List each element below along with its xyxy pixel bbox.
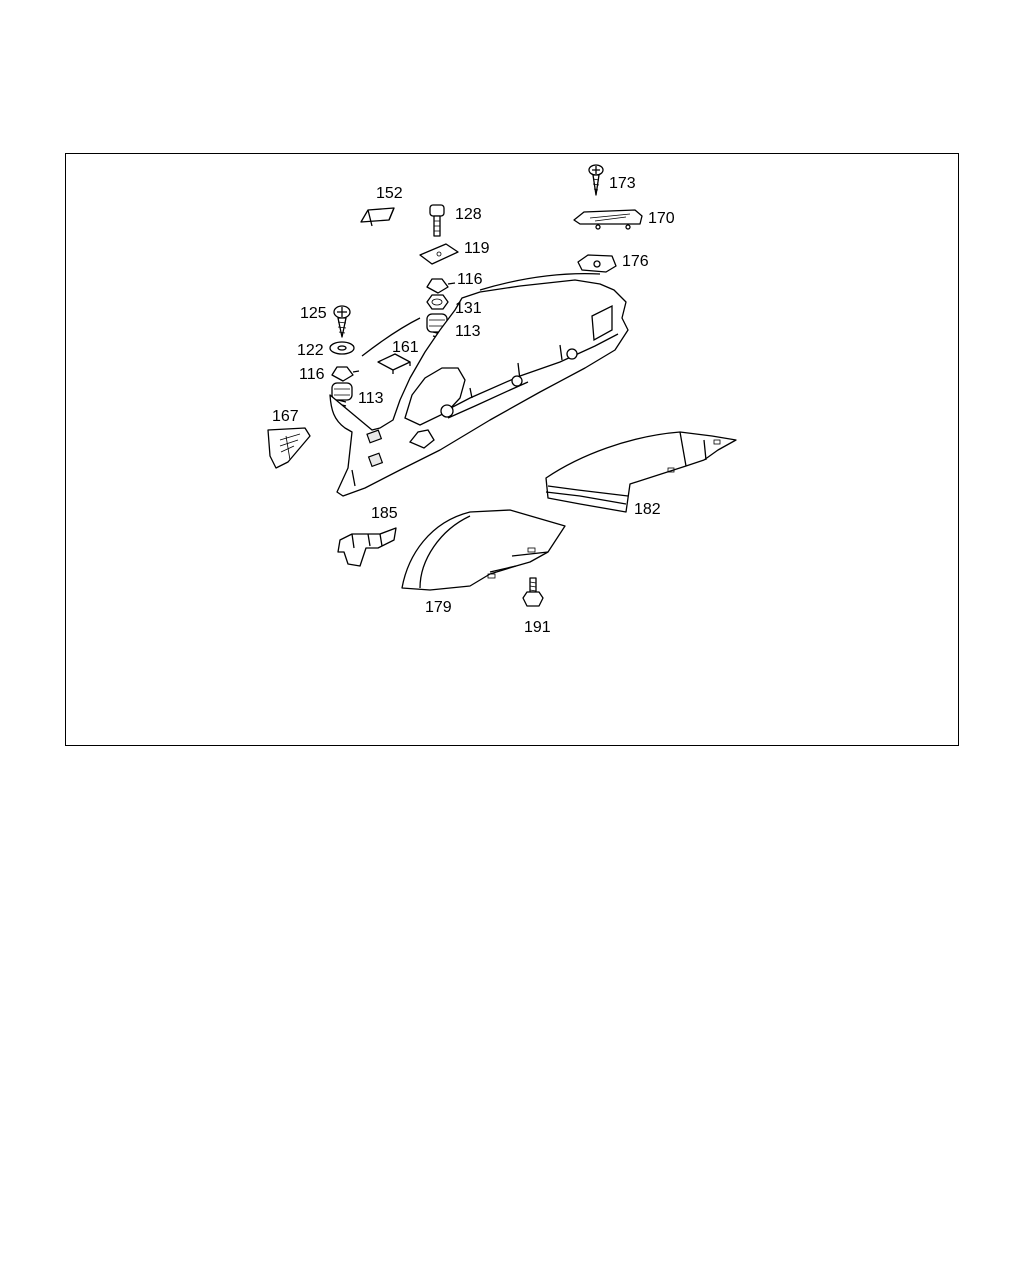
- callout-170: 170: [648, 210, 675, 227]
- callout-179: 179: [425, 599, 452, 616]
- callout-122: 122: [297, 342, 324, 359]
- callout-128: 128: [455, 206, 482, 223]
- callout-119: 119: [464, 240, 490, 257]
- part-176-nut-plate: [577, 254, 617, 273]
- callout-173: 173: [609, 175, 636, 192]
- part-170-cover: [573, 209, 643, 230]
- part-119-plate: [419, 243, 459, 265]
- part-167-corner-cover: [267, 427, 311, 469]
- dashboard-panel: [329, 273, 629, 497]
- callout-125: 125: [300, 305, 327, 322]
- callout-152: 152: [376, 185, 403, 202]
- callout-116-top: 116: [457, 271, 483, 288]
- diagram-frame: [65, 153, 959, 746]
- part-122-washer: [329, 341, 355, 355]
- part-182-glovebox: [545, 431, 737, 513]
- part-185-bracket: [337, 527, 397, 567]
- part-128-bolt: [429, 204, 445, 237]
- callout-161: 161: [392, 339, 419, 356]
- callout-116-left: 116: [299, 366, 325, 383]
- callout-167: 167: [272, 408, 299, 425]
- callout-176: 176: [622, 253, 649, 270]
- part-116-clip-top: [426, 278, 456, 294]
- part-131-nut: [426, 294, 449, 310]
- part-191-bolt: [522, 577, 544, 607]
- part-152-clip: [360, 207, 395, 227]
- callout-185: 185: [371, 505, 398, 522]
- callout-182: 182: [634, 501, 661, 518]
- part-125-screw: [333, 305, 351, 338]
- part-173-screw: [588, 164, 604, 196]
- part-116-clip-left: [331, 366, 360, 382]
- callout-191: 191: [524, 619, 551, 636]
- callout-113-left: 113: [358, 390, 384, 407]
- callout-131: 131: [455, 300, 482, 317]
- part-179-lower-cover: [401, 509, 566, 591]
- part-161-bracket: [377, 353, 411, 374]
- callout-113-top: 113: [455, 323, 481, 340]
